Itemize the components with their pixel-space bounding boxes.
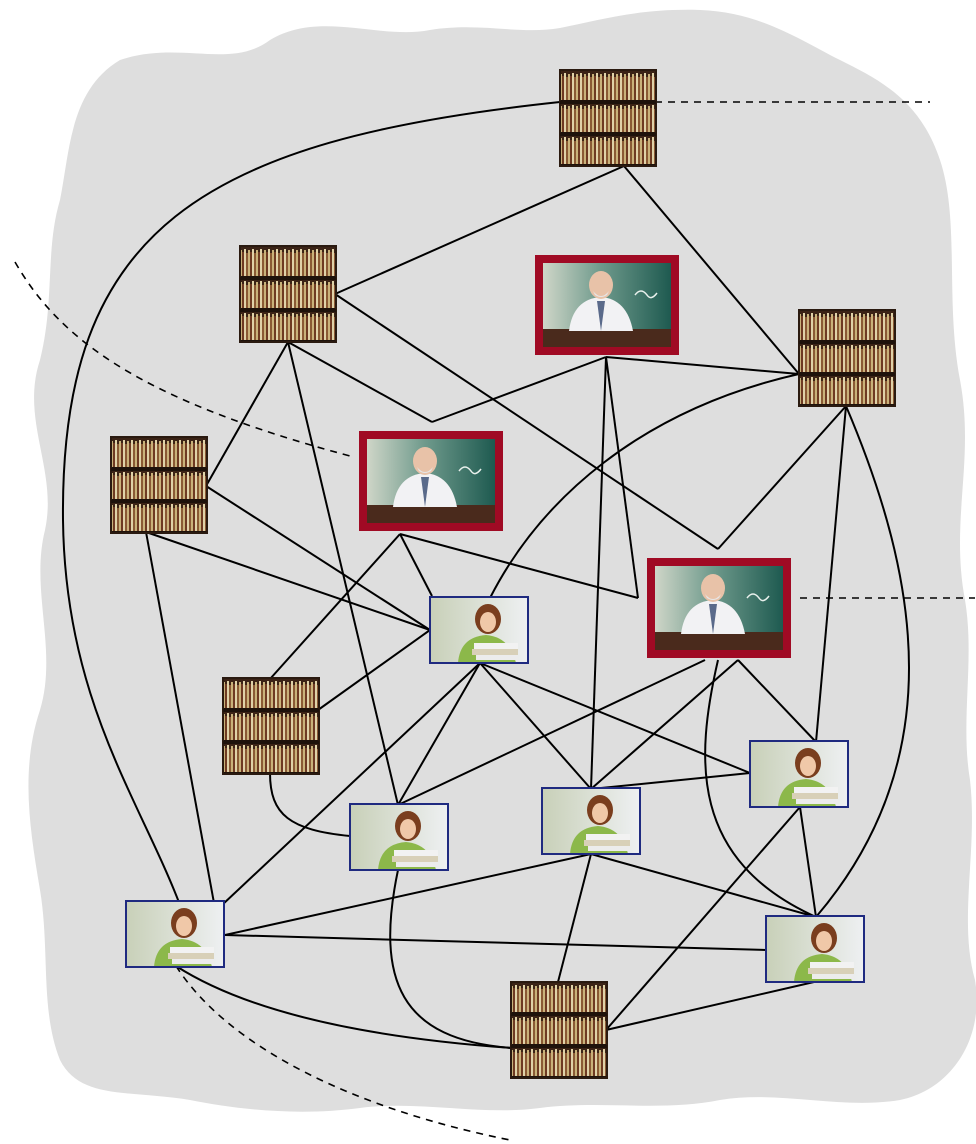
- edge: [799, 806, 817, 918]
- network-edges: [61, 101, 910, 1049]
- edge: [605, 356, 800, 375]
- edge: [717, 405, 847, 550]
- edge: [737, 659, 817, 743]
- student-icon: [349, 803, 449, 871]
- edge: [175, 965, 513, 1049]
- bookshelf-icon: [239, 245, 337, 343]
- edge: [205, 485, 431, 631]
- edge: [605, 981, 815, 1031]
- edge: [557, 853, 592, 983]
- edge: [489, 373, 800, 599]
- edge: [397, 659, 706, 806]
- bookshelf-icon: [110, 436, 208, 534]
- bookshelf-icon: [510, 981, 608, 1079]
- edge: [145, 531, 431, 631]
- student-icon: [765, 915, 865, 983]
- edge: [145, 531, 215, 904]
- bookshelf-icon: [559, 69, 657, 167]
- edge: [590, 853, 817, 918]
- edge: [605, 356, 639, 599]
- edge: [287, 341, 399, 806]
- edge: [815, 405, 847, 743]
- student-icon: [429, 596, 529, 664]
- external-link: [175, 965, 511, 1141]
- edge: [269, 533, 401, 680]
- edge: [224, 853, 592, 936]
- teacher-icon: [534, 254, 680, 356]
- edge: [815, 405, 910, 918]
- edge: [389, 869, 513, 1049]
- edge: [431, 356, 607, 423]
- edge: [221, 662, 481, 906]
- teacher-icon: [646, 557, 792, 659]
- edge: [605, 806, 801, 1031]
- edge: [399, 533, 639, 599]
- edge: [269, 772, 351, 837]
- edge: [334, 165, 625, 295]
- student-icon: [125, 900, 225, 968]
- edge: [397, 662, 481, 806]
- edge: [590, 356, 607, 790]
- external-links: [14, 101, 975, 1141]
- student-icon: [541, 787, 641, 855]
- edge: [399, 533, 433, 597]
- teacher-icon: [358, 430, 504, 532]
- edge: [287, 341, 433, 423]
- edge: [479, 662, 592, 790]
- edge: [205, 341, 289, 487]
- bookshelf-icon: [798, 309, 896, 407]
- edge: [704, 659, 817, 918]
- bookshelf-icon: [222, 677, 320, 775]
- edge: [61, 101, 561, 906]
- edge: [334, 293, 719, 550]
- external-link: [14, 261, 351, 457]
- edge: [224, 934, 768, 951]
- student-icon: [749, 740, 849, 808]
- edge: [590, 772, 751, 790]
- edge: [317, 629, 431, 711]
- edge: [623, 165, 800, 375]
